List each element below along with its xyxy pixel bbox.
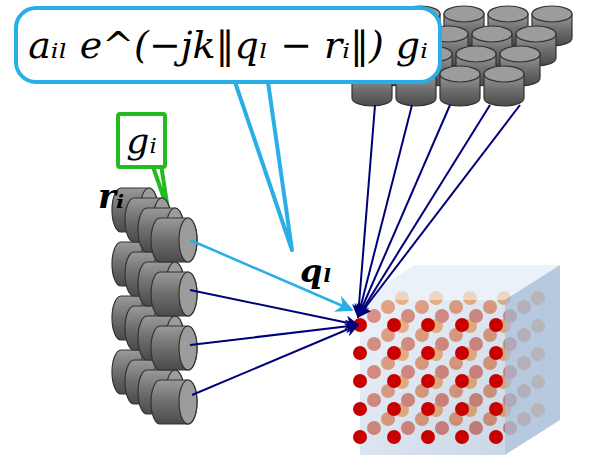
sample-point: [489, 430, 503, 444]
speaker: [151, 380, 197, 424]
sample-point: [455, 318, 469, 332]
sample-point: [421, 346, 435, 360]
sample-point: [489, 346, 503, 360]
symbol: gᵢ: [126, 120, 156, 161]
cube: [360, 265, 560, 455]
sample-point: [455, 374, 469, 388]
sample-point: [387, 402, 401, 416]
gain-box: gᵢ: [116, 112, 167, 169]
formula-callout: aᵢₗ e^(−jk‖qₗ − rᵢ‖) gᵢ: [14, 6, 442, 84]
sample-point: [387, 346, 401, 360]
sound-ray: [358, 105, 450, 317]
sample-point: [455, 430, 469, 444]
speaker: [151, 326, 197, 370]
sample-point: [353, 402, 367, 416]
sample-point: [421, 318, 435, 332]
sample-point: [387, 374, 401, 388]
speaker: [440, 66, 480, 106]
sound-ray: [190, 290, 358, 325]
point-grid: [353, 318, 503, 444]
sample-point: [421, 402, 435, 416]
sample-point: [489, 402, 503, 416]
callout-tail: [235, 82, 292, 250]
sample-point: [455, 346, 469, 360]
sample-point: [489, 318, 503, 332]
sample-point: [353, 374, 367, 388]
vector-label: rᵢ: [98, 176, 124, 216]
sample-point: [421, 430, 435, 444]
sample-point: [387, 430, 401, 444]
sample-point: [353, 346, 367, 360]
sound-ray: [358, 105, 520, 317]
sample-point: [421, 374, 435, 388]
sample-point: [353, 430, 367, 444]
sound-ray: [358, 105, 490, 317]
speaker-array: [112, 188, 197, 424]
vector-label: qₗ: [300, 252, 332, 290]
sample-point: [455, 402, 469, 416]
formula: aᵢₗ e^(−jk‖qₗ − rᵢ‖) gᵢ: [28, 23, 428, 67]
speaker: [484, 66, 524, 106]
sample-point: [387, 318, 401, 332]
sound-rays: [190, 105, 520, 395]
speaker: [151, 272, 197, 316]
sound-ray: [190, 240, 352, 310]
sample-point: [489, 374, 503, 388]
sound-ray: [192, 325, 358, 395]
